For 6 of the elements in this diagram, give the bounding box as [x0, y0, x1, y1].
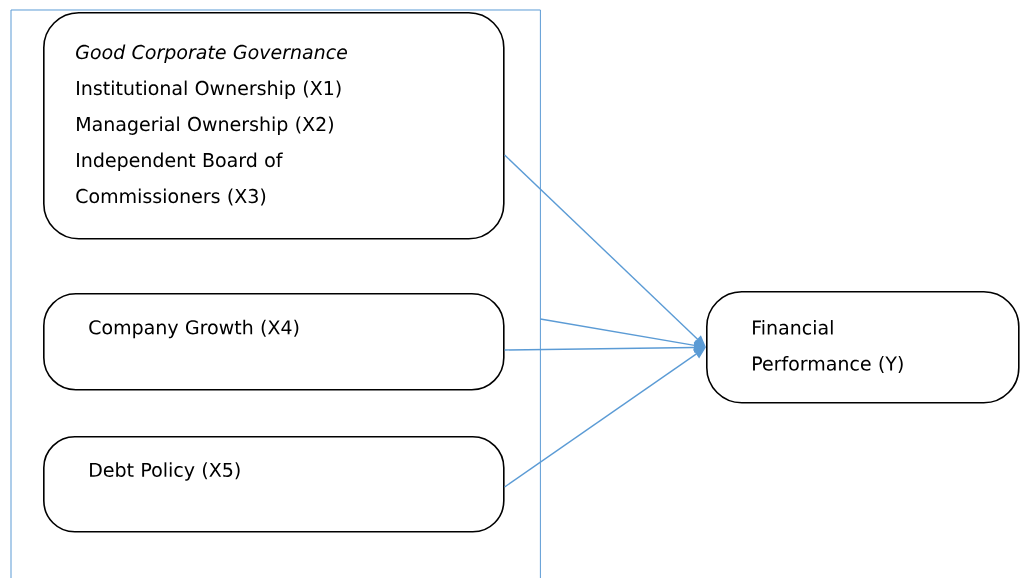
process-box: Financial Performance (Y)	[706, 291, 1020, 404]
arrow	[503, 347, 706, 488]
process-box: Company Growth (X4)	[43, 293, 505, 391]
process-box: Good Corporate Governance Institutional Ownership (X1) Managerial Ownership (X2) Independent Board of Commissioners (X3)	[43, 12, 505, 240]
process-box: Debt Policy (X5)	[43, 436, 505, 533]
group-frame	[10, 9, 541, 578]
